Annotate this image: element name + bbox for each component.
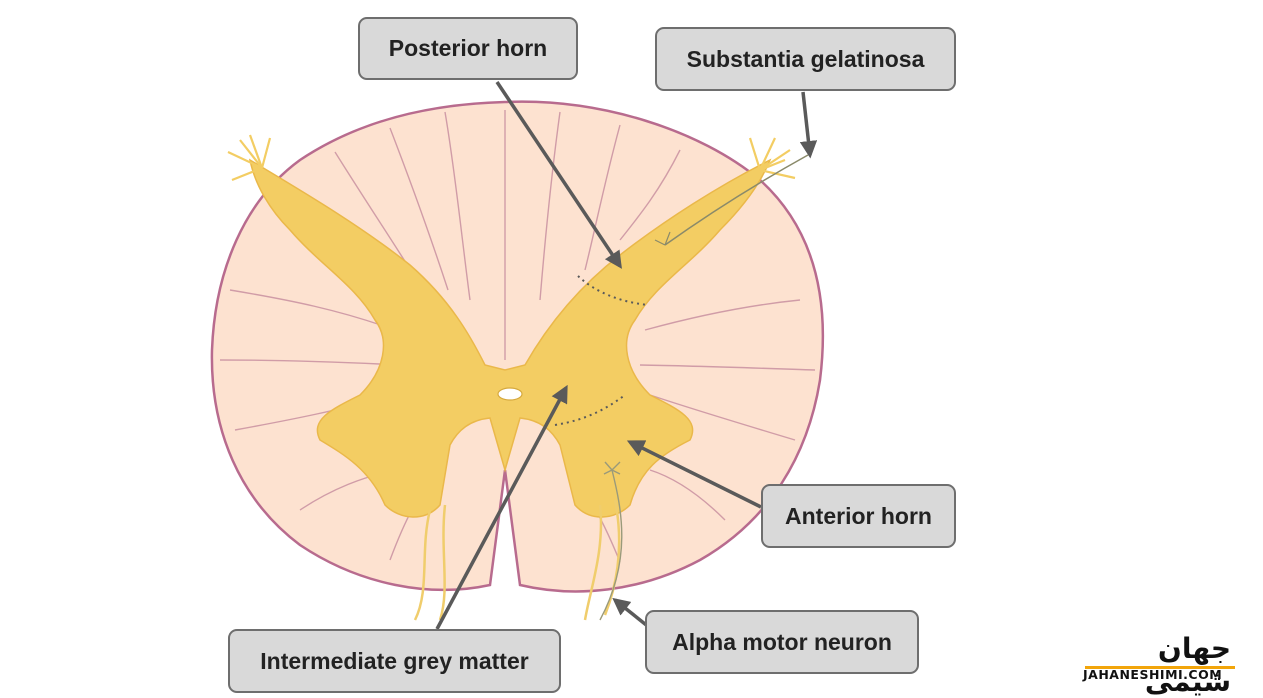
- gelatinosa-neuron: [664, 154, 809, 246]
- alpha-motor-neuron: [599, 461, 623, 621]
- watermark-bar: [1085, 666, 1235, 669]
- posterior-horn-label: Posterior horn: [358, 17, 578, 80]
- substantia-gelatinosa-arrow: [799, 91, 818, 159]
- posterior-horn-boundary: [577, 275, 649, 306]
- alpha-motor-neuron-label: Alpha motor neuron: [645, 610, 919, 674]
- watermark-name-fa: جهان شیمی: [1144, 632, 1231, 698]
- central-canal: [497, 387, 523, 401]
- intermediate-grey-matter-arrow: [435, 384, 568, 630]
- watermark-name-en: JAHANESHIMI.COM: [1083, 667, 1223, 682]
- ventral-rootlets: [413, 499, 621, 621]
- white-matter: [210, 100, 825, 593]
- anterior-horn-label: Anterior horn: [761, 484, 956, 548]
- grey-matter: [248, 158, 772, 518]
- dorsal-rootlets: [227, 134, 796, 182]
- substantia-gelatinosa-label: Substantia gelatinosa: [655, 27, 956, 91]
- label-arrows: [435, 81, 818, 634]
- posterior-horn-arrow: [495, 81, 622, 269]
- watermark-logo: جهان شیمی JAHANESHIMI.COM: [1083, 632, 1239, 698]
- anterior-horn-arrow: [626, 440, 762, 509]
- intermediate-grey-matter-label: Intermediate grey matter: [228, 629, 561, 693]
